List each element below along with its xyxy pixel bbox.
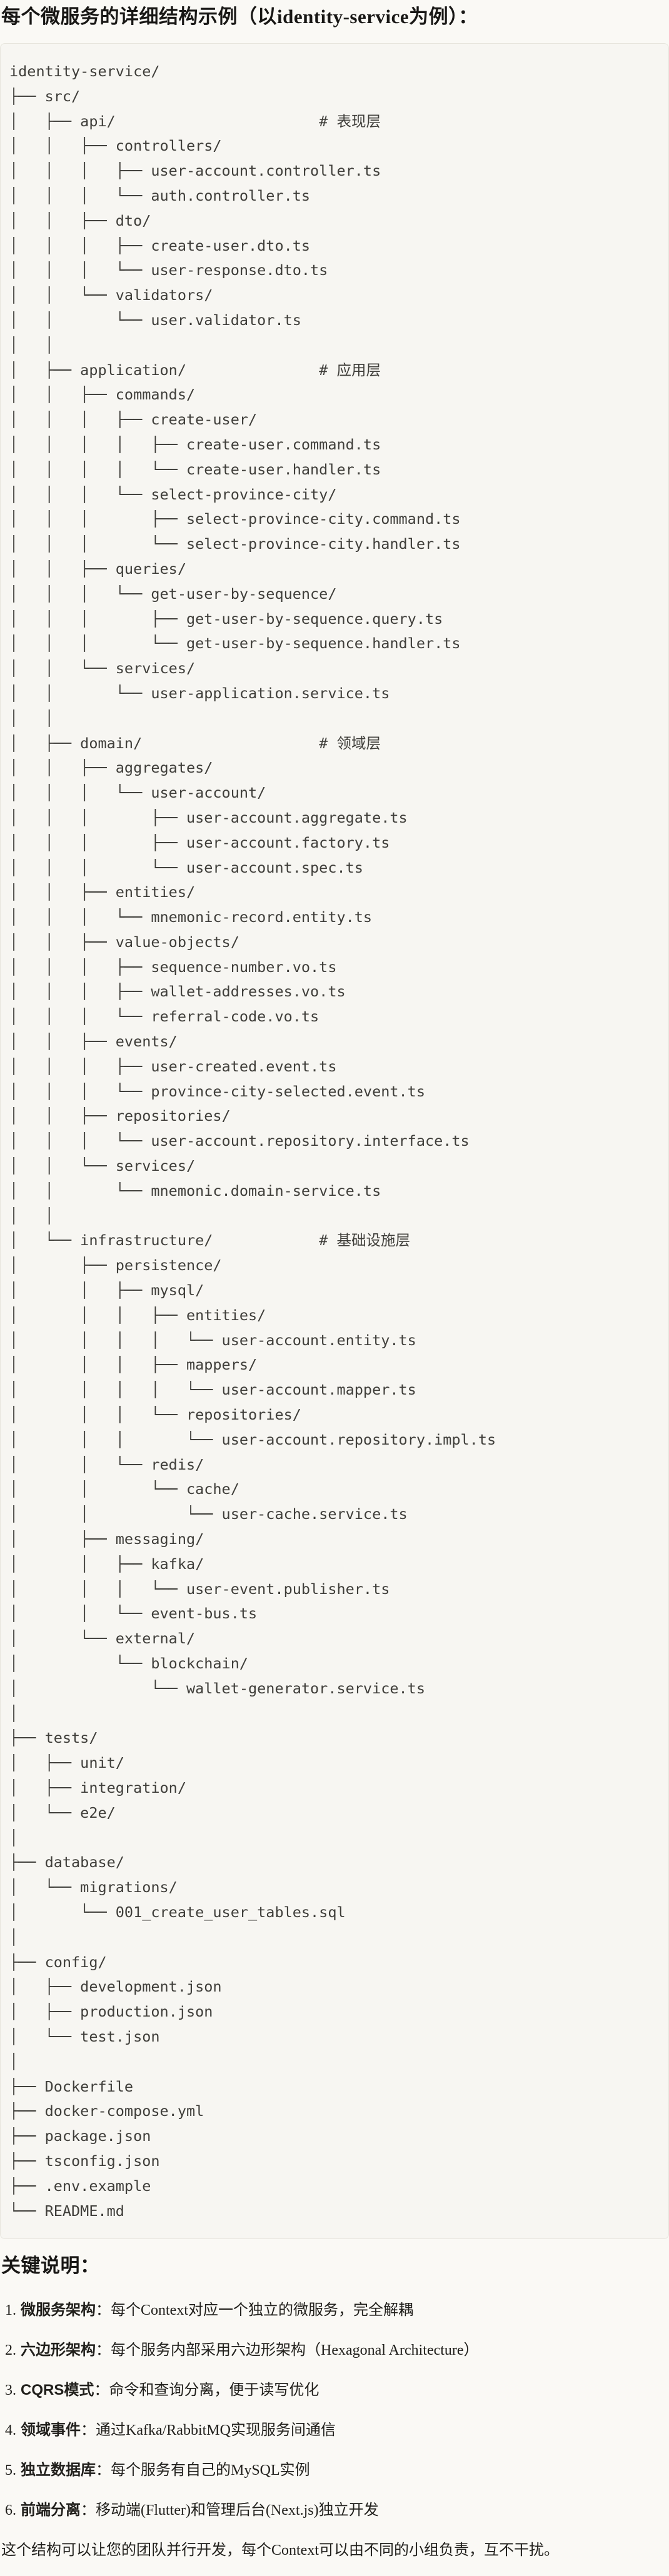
note-number: 3. (5, 2382, 16, 2399)
note-number: 2. (5, 2342, 16, 2359)
note-item: 5. 独立数据库：每个服务有自己的MySQL实例 (5, 2458, 669, 2483)
page-title-service-name: identity-service (277, 6, 410, 28)
note-description: ：移动端(Flutter)和管理后台(Next.js)独立开发 (81, 2502, 379, 2519)
note-item: 4. 领域事件：通过Kafka/RabbitMQ实现服务间通信 (5, 2418, 669, 2443)
page-title: 每个微服务的详细结构示例（以identity-service为例）： (1, 3, 669, 31)
note-label: 前端分离 (21, 2502, 81, 2519)
note-description: ：命令和查询分离，便于读写优化 (94, 2382, 319, 2399)
document: 每个微服务的详细结构示例（以identity-service为例）： ident… (0, 3, 669, 2563)
note-number: 1. (5, 2302, 16, 2319)
note-description: ：每个服务内部采用六边形架构（Hexagonal Architecture） (96, 2342, 479, 2359)
note-description: ：通过Kafka/RabbitMQ实现服务间通信 (81, 2422, 336, 2439)
note-description: ：每个Context对应一个独立的微服务，完全解耦 (96, 2302, 413, 2319)
note-item: 3. CQRS模式：命令和查询分离，便于读写优化 (5, 2378, 669, 2403)
closing-paragraph: 这个结构可以让您的团队并行开发，每个Context可以由不同的小组负责，互不干扰… (1, 2542, 559, 2559)
note-label: 六边形架构 (21, 2342, 96, 2359)
note-label: CQRS模式 (21, 2382, 94, 2399)
note-number: 4. (5, 2422, 16, 2439)
note-item: 2. 六边形架构：每个服务内部采用六边形架构（Hexagonal Architec… (5, 2338, 669, 2363)
note-description: ：每个服务有自己的MySQL实例 (96, 2462, 310, 2479)
note-label: 独立数据库 (21, 2462, 96, 2479)
note-number: 6. (5, 2502, 16, 2519)
directory-tree: identity-service/ ├── src/ │ ├── api/ # … (9, 63, 496, 2220)
notes-heading: 关键说明： (1, 2255, 100, 2277)
note-item: 6. 前端分离：移动端(Flutter)和管理后台(Next.js)独立开发 (5, 2498, 669, 2523)
note-label: 微服务架构 (21, 2302, 96, 2319)
page-title-prefix: 每个微服务的详细结构示例（以 (1, 6, 277, 28)
notes-list: 1. 微服务架构：每个Context对应一个独立的微服务，完全解耦 2. 六边形架构… (0, 2298, 669, 2523)
note-item: 1. 微服务架构：每个Context对应一个独立的微服务，完全解耦 (5, 2298, 669, 2323)
code-block: identity-service/ ├── src/ │ ├── api/ # … (0, 43, 669, 2240)
note-label: 领域事件 (21, 2422, 81, 2439)
page-title-suffix: 为例）： (409, 6, 478, 28)
note-number: 5. (5, 2462, 16, 2479)
